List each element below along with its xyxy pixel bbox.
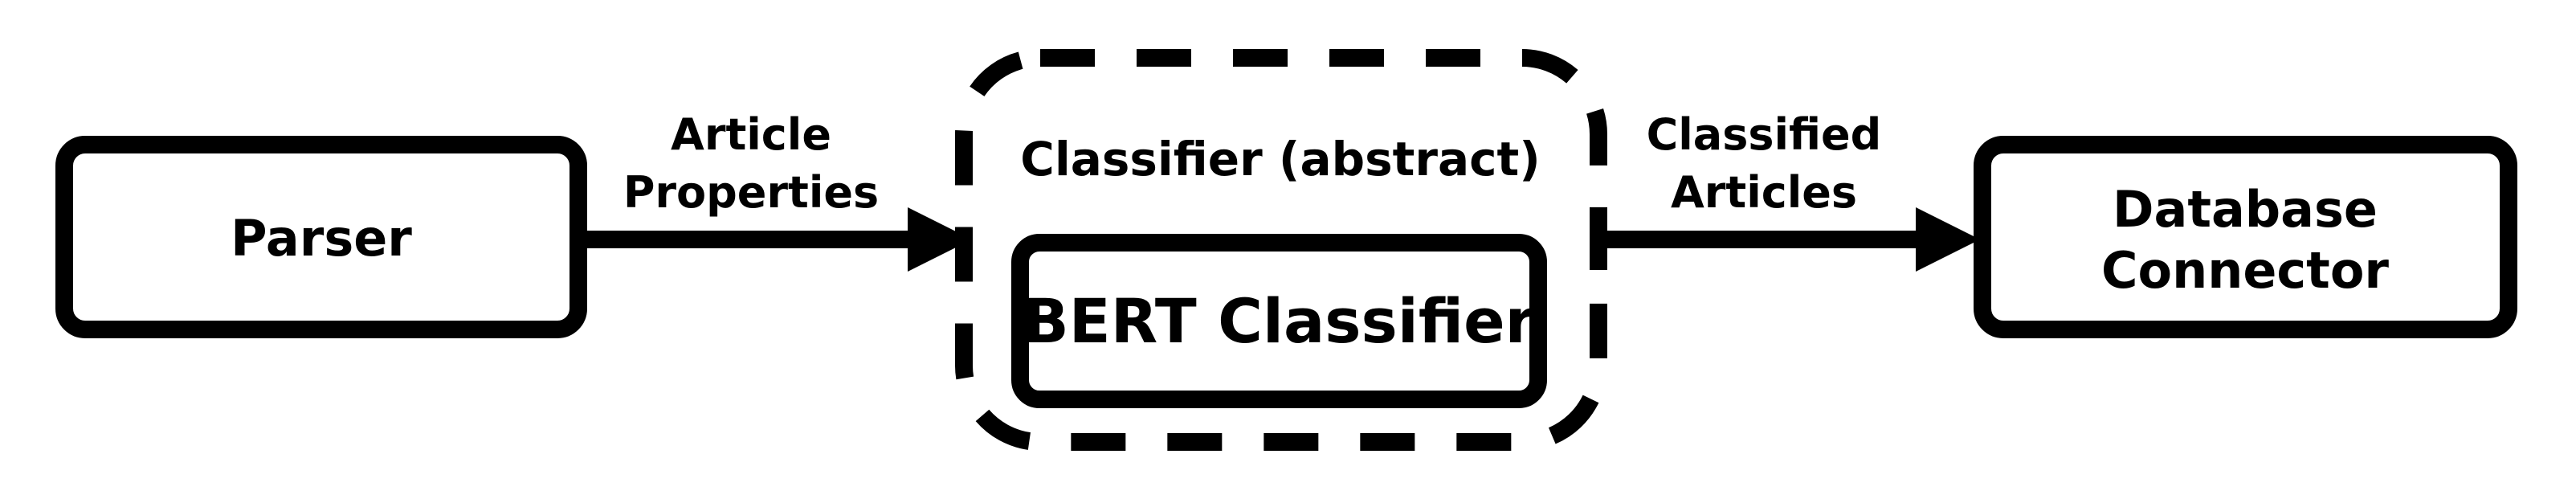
parser-box: [55, 136, 587, 338]
parser-node: Parser: [55, 136, 587, 338]
edge-classifier-to-database: Classified Articles: [1590, 109, 1980, 272]
bert-classifier-label: BERT Classifier: [1023, 285, 1536, 357]
edge-parser-to-classifier-label-line1: Article: [671, 109, 831, 160]
edge-classifier-to-database-arrowhead: [1916, 207, 1980, 272]
edge-parser-to-classifier: Article Properties: [586, 109, 972, 272]
edge-parser-to-classifier-arrowhead: [908, 207, 972, 272]
classifier-abstract-node: Classifier (abstract) BERT Classifier: [955, 49, 1607, 451]
edge-classifier-to-database-label-line1: Classified: [1647, 109, 1882, 160]
bert-classifier-node: BERT Classifier: [1011, 234, 1547, 408]
database-connector-box: [1974, 136, 2517, 338]
edge-classifier-to-database-label-line2: Articles: [1671, 167, 1857, 218]
parser-label: Parser: [231, 209, 412, 268]
bert-classifier-box: [1011, 234, 1547, 408]
database-connector-node: Database Connector: [1974, 136, 2517, 338]
classifier-abstract-label: Classifier (abstract): [1020, 132, 1540, 186]
edge-parser-to-classifier-label-line2: Properties: [623, 167, 879, 218]
database-connector-label-line1: Database: [2113, 180, 2378, 239]
database-connector-label-line2: Connector: [2101, 241, 2389, 300]
